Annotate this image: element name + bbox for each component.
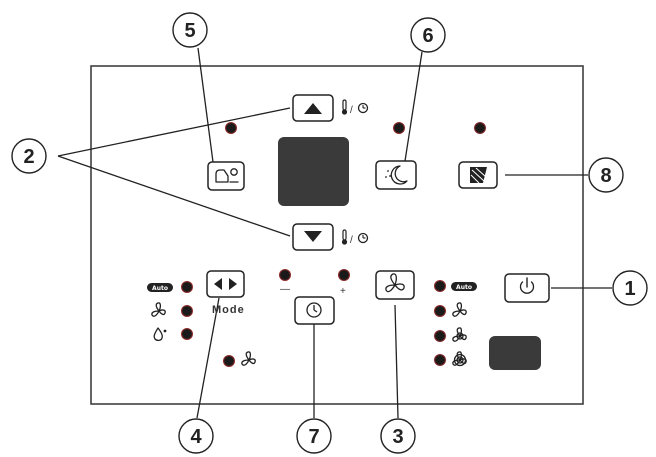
callout-1: 1 [612,270,648,306]
svg-text:1: 1 [624,278,635,300]
svg-text:3: 3 [392,426,403,448]
callout-lines [57,47,612,419]
led-display [278,137,349,206]
dry-mode-icon [153,327,167,342]
fan-high-icon [452,351,467,367]
led-fan-high [434,354,446,366]
auto-fan-badge: Auto [451,282,477,291]
fan-mid-icon [452,327,467,342]
led-filter [225,122,237,134]
callout-2: 2 [11,138,47,174]
temp-timer-label-top: / [341,99,369,116]
power-button[interactable] [504,273,550,303]
clock-icon [306,302,322,318]
led-fan-only [223,355,235,367]
fan-low-icon [452,302,467,317]
receiver-window [489,336,541,370]
clock-icon [357,102,369,114]
power-icon [519,277,535,294]
timer-plus-label: + [340,286,346,297]
svg-text:7: 7 [308,426,319,448]
callout-8: 8 [588,157,624,193]
svg-text:4: 4 [190,426,202,448]
led-indicators [181,122,486,367]
led-timer-minus [279,269,291,281]
moon-icon [385,165,408,185]
led-sleep [393,122,405,134]
led-fan-low [434,305,446,317]
callout-5: 5 [172,12,208,48]
led-mode-fan [181,305,193,317]
louver-icon [470,167,487,184]
led-fan-mid [434,330,446,342]
thermometer-icon [341,99,348,115]
fan-button[interactable] [375,270,415,300]
led-timer-plus [338,269,350,281]
filter-icon [215,168,239,183]
led-swing [474,122,486,134]
svg-text:5: 5 [184,20,195,42]
svg-text:/: / [350,105,353,116]
mode-button[interactable] [206,270,245,298]
auto-mode-badge: Auto [147,283,173,292]
timer-button[interactable] [294,296,335,325]
led-mode-auto [181,281,193,293]
svg-text:/: / [350,235,353,246]
svg-text:6: 6 [422,25,433,47]
mode-label: Mode [212,304,245,316]
down-button[interactable] [292,223,334,251]
timer-minus-label: — [280,284,290,295]
callout-6: 6 [410,17,446,53]
callout-4: 4 [178,418,214,454]
filter-button[interactable] [207,161,245,191]
fan-mode-icon [151,302,166,317]
led-mode-dry [181,328,193,340]
thermometer-icon [341,229,348,245]
callout-7: 7 [296,418,332,454]
svg-text:Auto: Auto [456,284,472,291]
sleep-button[interactable] [375,160,417,190]
led-fan-auto [434,280,446,292]
svg-text:2: 2 [23,146,34,168]
fan-icon [385,273,405,293]
callout-3: 3 [380,418,416,454]
clock-icon [357,232,369,244]
svg-text:8: 8 [600,165,611,187]
temp-timer-label-bottom: / [341,229,369,246]
up-button[interactable] [292,94,334,122]
svg-text:Auto: Auto [152,285,168,292]
swing-button[interactable] [458,161,498,189]
fan-only-icon [241,351,256,366]
